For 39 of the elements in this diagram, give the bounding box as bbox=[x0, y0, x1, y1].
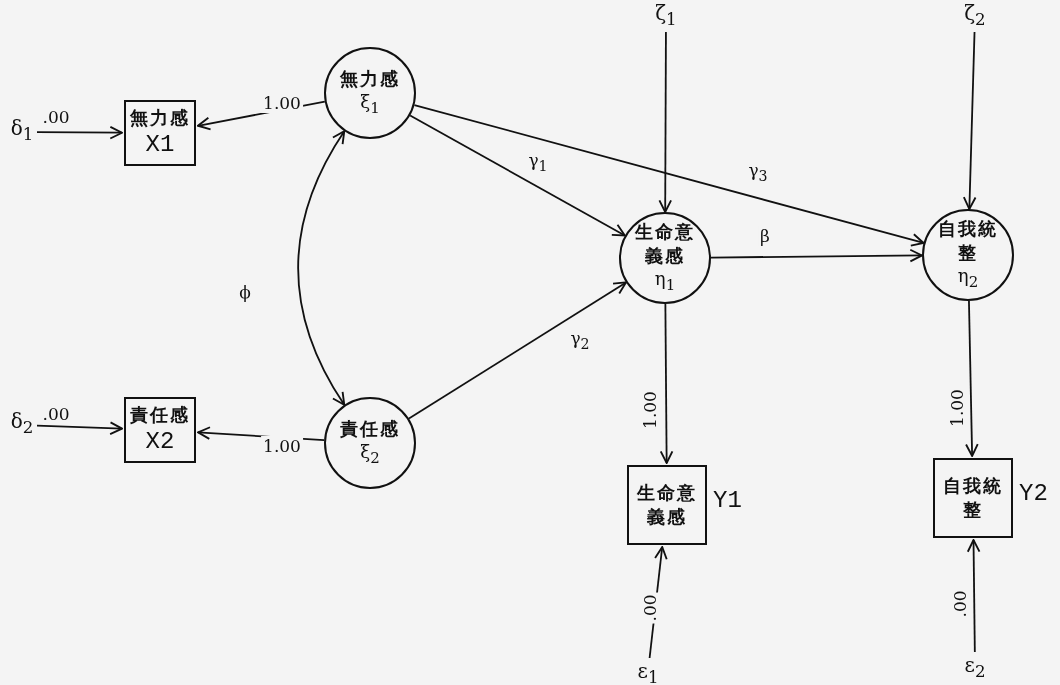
latent-symbol: ξ$_{1}$ bbox=[360, 91, 380, 119]
error-term-label: δ$_{1}$ bbox=[9, 117, 35, 147]
path-arrow bbox=[710, 248, 923, 263]
construct-name: 責任感 bbox=[340, 417, 400, 442]
path-arrow bbox=[408, 281, 627, 420]
construct-name: 無力感 bbox=[340, 67, 400, 92]
edge-label: 1.00 bbox=[261, 93, 303, 113]
error-term-label: ζ$_{1}$ bbox=[653, 2, 679, 30]
error-term-label: δ$_{2}$ bbox=[9, 410, 35, 440]
variable-name: 無力感 bbox=[130, 106, 190, 130]
path-arrow bbox=[36, 125, 123, 140]
observed-variable-box bbox=[124, 397, 196, 463]
variable-label: Y1 bbox=[713, 487, 742, 514]
edge-label: β bbox=[758, 226, 772, 246]
path-arrow bbox=[966, 539, 981, 653]
path-arrow bbox=[413, 104, 925, 247]
covariance-arrow bbox=[297, 130, 346, 406]
variable-code: X1 bbox=[145, 130, 175, 160]
latent-symbol: ξ$_{2}$ bbox=[360, 441, 380, 469]
latent-symbol: η$_{2}$ bbox=[957, 265, 979, 293]
error-term-label: ζ$_{2}$ bbox=[962, 2, 988, 30]
observed-variable-box bbox=[933, 458, 1013, 538]
observed-variable-box bbox=[124, 100, 196, 166]
observed-variable-box bbox=[627, 465, 707, 545]
variable-name: 責任感 bbox=[130, 403, 190, 427]
variable-code: X2 bbox=[145, 427, 175, 457]
edge-label: ϕ bbox=[237, 282, 253, 302]
path-arrow bbox=[965, 300, 979, 457]
path-arrow bbox=[36, 421, 123, 435]
path-arrow bbox=[659, 303, 674, 464]
path-arrow bbox=[658, 31, 672, 213]
error-term-label: ε$_{1}$ bbox=[635, 660, 661, 684]
error-term-label: ε$_{2}$ bbox=[962, 654, 988, 678]
path-arrow bbox=[409, 114, 626, 237]
latent-symbol: η$_{1}$ bbox=[654, 268, 676, 296]
variable-name: 生命意義感 bbox=[636, 481, 698, 529]
variable-label: Y2 bbox=[1019, 480, 1048, 507]
path-arrow bbox=[962, 31, 977, 210]
variable-name: 自我統整 bbox=[942, 474, 1004, 522]
